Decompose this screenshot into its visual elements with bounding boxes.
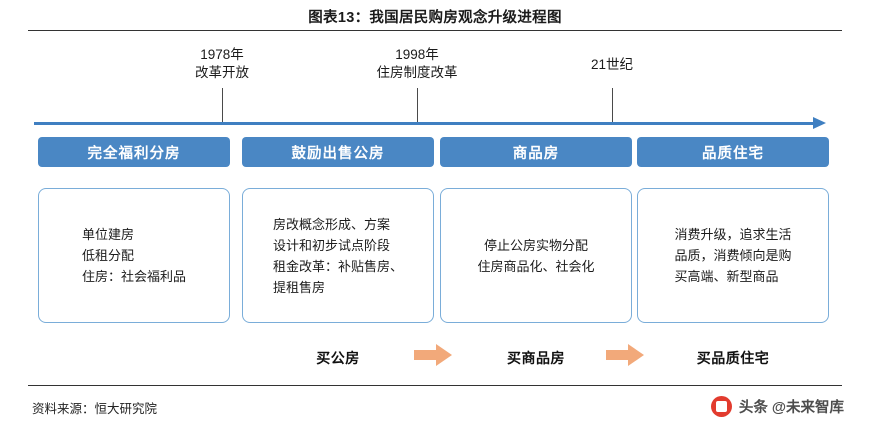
stage-column-4: 品质住宅 消费升级，追求生活 品质，消费倾向是购 买高端、新型商品 [637, 137, 829, 323]
progression-label-2: 买公房 [316, 350, 360, 366]
stage-body-box-2: 房改概念形成、方案 设计和初步试点阶段 租金改革：补贴售房、 提租售房 [242, 188, 434, 323]
watermark: 头条 @未来智库 [710, 396, 844, 417]
timeline-tick-1978 [222, 88, 223, 124]
timeline-tick-1998 [417, 88, 418, 124]
timeline-marker-1978: 1978年改革开放 [195, 47, 249, 80]
timeline-axis-arrow [34, 117, 826, 129]
page-title: 图表13：我国居民购房观念升级进程图 [308, 10, 562, 26]
stage-header-3: 商品房 [440, 137, 632, 167]
divider-bottom [28, 385, 842, 386]
progression-label-4: 买品质住宅 [696, 350, 770, 366]
source-note: 资料来源：恒大研究院 [32, 402, 158, 416]
stage-column-1: 完全福利分房 单位建房 低租分配 住房：社会福利品 [38, 137, 230, 323]
stage-header-1: 完全福利分房 [38, 137, 230, 167]
stage-body-box-4: 消费升级，追求生活 品质，消费倾向是购 买高端、新型商品 [637, 188, 829, 323]
stage-header-2: 鼓励出售公房 [242, 137, 434, 167]
watermark-text: 头条 @未来智库 [738, 400, 844, 416]
stage-body-text-3: 停止公房实物分配 住房商品化、社会化 [477, 237, 595, 274]
stage-body-box-1: 单位建房 低租分配 住房：社会福利品 [38, 188, 230, 323]
stage-body-text-4: 消费升级，追求生活 品质，消费倾向是购 买高端、新型商品 [674, 227, 792, 284]
progression-arrow-icon-2 [606, 344, 646, 366]
stage-body-text-1: 单位建房 低租分配 住房：社会福利品 [81, 227, 186, 284]
progression-arrow-icon-1 [414, 344, 454, 366]
timeline-marker-21century: 21世纪 [590, 57, 634, 72]
toutiao-logo-icon [710, 396, 732, 417]
stage-header-4: 品质住宅 [637, 137, 829, 167]
timeline-marker-1998: 1998年住房制度改革 [376, 47, 458, 80]
stage-column-2: 鼓励出售公房 房改概念形成、方案 设计和初步试点阶段 租金改革：补贴售房、 提租… [242, 137, 434, 323]
timeline-tick-21century [612, 88, 613, 124]
stage-column-3: 商品房 停止公房实物分配 住房商品化、社会化 [440, 137, 632, 323]
divider-top [28, 30, 842, 31]
stage-body-text-2: 房改概念形成、方案 设计和初步试点阶段 租金改革：补贴售房、 提租售房 [272, 216, 403, 295]
stage-body-box-3: 停止公房实物分配 住房商品化、社会化 [440, 188, 632, 323]
progression-label-3: 买商品房 [507, 350, 565, 366]
